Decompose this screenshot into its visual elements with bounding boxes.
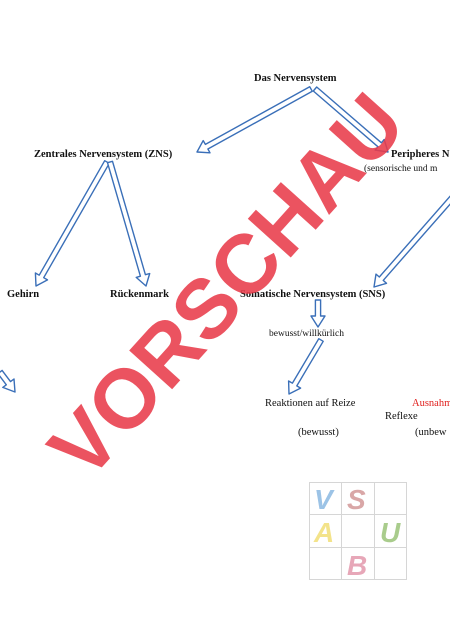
vsab-logo: V S A U B xyxy=(309,482,407,581)
node-rueckenmark: Rückenmark xyxy=(110,289,169,300)
node-sns: Somatische Nervensystem (SNS) xyxy=(240,289,386,300)
node-reaktionen-sub: (bewusst) xyxy=(298,427,339,438)
logo-letter-u: U xyxy=(380,517,401,548)
arrow-zns-to-rueckenmark xyxy=(106,160,151,287)
logo-letter-s: S xyxy=(347,484,366,515)
logo-letter-a: A xyxy=(313,517,334,548)
logo-letter-v: V xyxy=(314,484,335,515)
arrow-left-fragment xyxy=(0,369,16,393)
node-ausnahme: Ausnahm xyxy=(412,398,450,409)
node-reflexe-sub: (unbew xyxy=(415,427,447,438)
arrow-bewusst-to-reaktionen xyxy=(287,338,324,395)
arrow-root-to-zns xyxy=(196,85,313,154)
arrow-zns-to-gehirn xyxy=(34,159,111,287)
arrow-pns-to-sns xyxy=(373,195,450,288)
node-pns-sub: (sensorische und m xyxy=(364,164,438,174)
logo-letter-b: B xyxy=(347,550,367,580)
node-reflexe: Reflexe xyxy=(385,411,418,422)
node-root: Das Nervensystem xyxy=(254,73,337,84)
node-reaktionen: Reaktionen auf Reize xyxy=(265,398,356,409)
arrow-sns-to-bewusst xyxy=(310,299,326,328)
arrow-root-to-pns xyxy=(312,86,389,153)
node-zns: Zentrales Nervensystem (ZNS) xyxy=(34,149,173,160)
node-bewusst: bewusst/willkürlich xyxy=(269,329,344,339)
node-gehirn: Gehirn xyxy=(7,289,40,300)
node-pns: Peripheres N xyxy=(391,149,450,160)
